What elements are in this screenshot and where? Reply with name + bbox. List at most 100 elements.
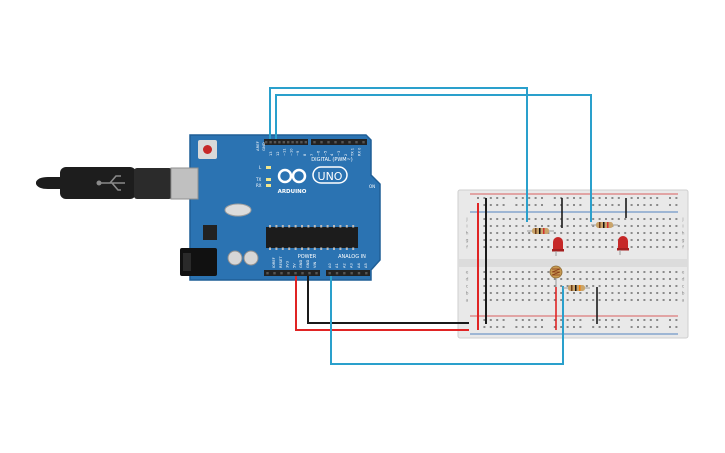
terminal-hole[interactable] xyxy=(630,246,633,248)
terminal-hole[interactable] xyxy=(560,232,563,234)
rail-hole[interactable] xyxy=(534,319,537,321)
terminal-hole[interactable] xyxy=(528,271,531,273)
rail-hole[interactable] xyxy=(553,319,556,321)
terminal-hole[interactable] xyxy=(592,239,595,241)
terminal-hole[interactable] xyxy=(643,225,646,227)
terminal-hole[interactable] xyxy=(675,232,678,234)
rail-hole[interactable] xyxy=(617,197,620,199)
rail-hole[interactable] xyxy=(483,197,486,199)
terminal-hole[interactable] xyxy=(598,278,601,280)
terminal-hole[interactable] xyxy=(502,239,505,241)
terminal-hole[interactable] xyxy=(624,299,627,301)
rail-hole[interactable] xyxy=(617,319,620,321)
terminal-hole[interactable] xyxy=(630,292,633,294)
terminal-hole[interactable] xyxy=(534,299,537,301)
header-pin[interactable] xyxy=(273,272,276,275)
terminal-hole[interactable] xyxy=(617,292,620,294)
rail-hole[interactable] xyxy=(637,319,639,321)
header-pin[interactable] xyxy=(362,141,365,144)
reset-button[interactable] xyxy=(203,145,212,154)
header-pin[interactable] xyxy=(334,141,337,144)
terminal-hole[interactable] xyxy=(489,239,492,241)
terminal-hole[interactable] xyxy=(521,232,524,234)
header-pin[interactable] xyxy=(300,141,303,144)
rail-hole[interactable] xyxy=(496,326,499,328)
rail-hole[interactable] xyxy=(611,197,614,199)
terminal-hole[interactable] xyxy=(534,292,537,294)
terminal-hole[interactable] xyxy=(489,232,492,234)
header-pin[interactable] xyxy=(301,272,304,275)
terminal-hole[interactable] xyxy=(541,285,543,287)
terminal-hole[interactable] xyxy=(496,225,499,227)
terminal-hole[interactable] xyxy=(592,292,595,294)
terminal-hole[interactable] xyxy=(579,246,582,248)
terminal-hole[interactable] xyxy=(669,239,671,241)
terminal-hole[interactable] xyxy=(643,232,646,234)
terminal-hole[interactable] xyxy=(553,285,556,287)
rail-hole[interactable] xyxy=(566,197,569,199)
terminal-hole[interactable] xyxy=(611,218,614,220)
rail-hole[interactable] xyxy=(675,204,678,206)
terminal-hole[interactable] xyxy=(585,285,588,287)
rail-hole[interactable] xyxy=(630,197,633,199)
terminal-hole[interactable] xyxy=(515,246,518,248)
rail-hole[interactable] xyxy=(534,326,537,328)
terminal-hole[interactable] xyxy=(541,246,543,248)
terminal-hole[interactable] xyxy=(541,225,543,227)
terminal-hole[interactable] xyxy=(637,218,639,220)
terminal-hole[interactable] xyxy=(662,225,665,227)
terminal-hole[interactable] xyxy=(675,218,678,220)
terminal-hole[interactable] xyxy=(566,218,569,220)
terminal-hole[interactable] xyxy=(611,271,614,273)
rail-hole[interactable] xyxy=(611,326,614,328)
rail-hole[interactable] xyxy=(592,197,595,199)
terminal-hole[interactable] xyxy=(649,285,652,287)
terminal-hole[interactable] xyxy=(502,271,505,273)
terminal-hole[interactable] xyxy=(560,292,563,294)
header-pin[interactable] xyxy=(294,272,297,275)
terminal-hole[interactable] xyxy=(566,285,569,287)
rail-hole[interactable] xyxy=(541,197,543,199)
terminal-hole[interactable] xyxy=(649,218,652,220)
terminal-hole[interactable] xyxy=(630,232,633,234)
terminal-hole[interactable] xyxy=(502,299,505,301)
terminal-hole[interactable] xyxy=(541,292,543,294)
terminal-hole[interactable] xyxy=(630,278,633,280)
header-pin[interactable] xyxy=(304,141,307,144)
terminal-hole[interactable] xyxy=(496,232,499,234)
terminal-hole[interactable] xyxy=(489,271,492,273)
terminal-hole[interactable] xyxy=(515,239,518,241)
terminal-hole[interactable] xyxy=(637,271,639,273)
rail-hole[interactable] xyxy=(592,319,595,321)
terminal-hole[interactable] xyxy=(483,239,486,241)
terminal-hole[interactable] xyxy=(496,246,499,248)
led-1[interactable] xyxy=(552,237,564,256)
rail-hole[interactable] xyxy=(669,319,671,321)
rail-hole[interactable] xyxy=(496,197,499,199)
rail-hole[interactable] xyxy=(573,197,575,199)
terminal-hole[interactable] xyxy=(624,232,627,234)
terminal-hole[interactable] xyxy=(656,292,659,294)
terminal-hole[interactable] xyxy=(630,225,633,227)
header-pin[interactable] xyxy=(269,141,272,144)
terminal-hole[interactable] xyxy=(675,225,678,227)
terminal-hole[interactable] xyxy=(521,285,524,287)
rail-hole[interactable] xyxy=(598,204,601,206)
terminal-hole[interactable] xyxy=(675,271,678,273)
terminal-hole[interactable] xyxy=(489,246,492,248)
terminal-hole[interactable] xyxy=(637,239,639,241)
terminal-hole[interactable] xyxy=(675,292,678,294)
header-pin[interactable] xyxy=(365,272,368,275)
rail-hole[interactable] xyxy=(669,197,671,199)
terminal-hole[interactable] xyxy=(598,292,601,294)
terminal-hole[interactable] xyxy=(547,271,550,273)
header-pin[interactable] xyxy=(266,272,269,275)
terminal-hole[interactable] xyxy=(624,225,627,227)
terminal-hole[interactable] xyxy=(521,239,524,241)
rail-hole[interactable] xyxy=(515,319,518,321)
rail-hole[interactable] xyxy=(630,326,633,328)
terminal-hole[interactable] xyxy=(643,278,646,280)
terminal-hole[interactable] xyxy=(489,292,492,294)
terminal-hole[interactable] xyxy=(605,246,607,248)
terminal-hole[interactable] xyxy=(611,299,614,301)
